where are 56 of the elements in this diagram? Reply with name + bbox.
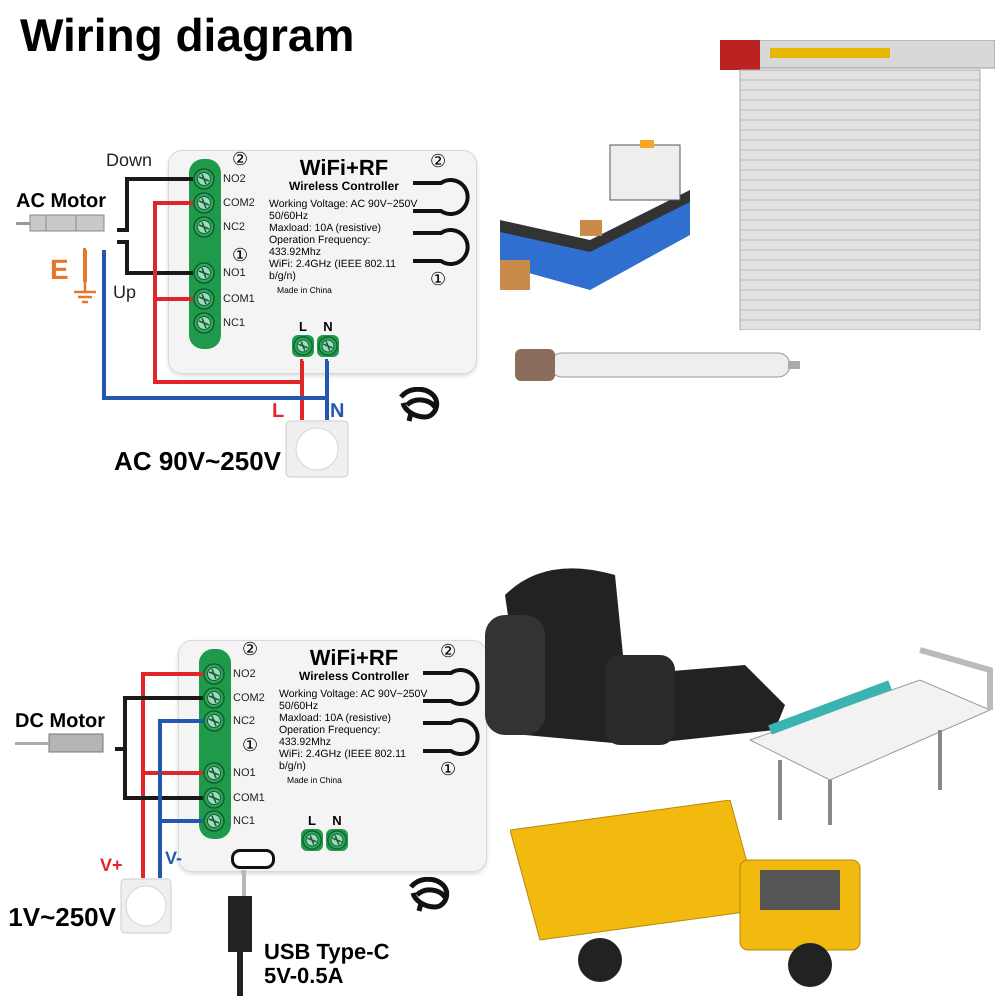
wire-label: L	[272, 400, 284, 423]
wire	[83, 248, 87, 282]
terminal-label: NC1	[233, 815, 256, 827]
spec-text: WiFi: 2.4GHz (IEEE 802.11 b/g/n)	[269, 258, 398, 283]
terminal-label: NC1	[223, 317, 246, 329]
terminal-label: N	[332, 813, 342, 828]
circled-number: ②	[232, 148, 248, 170]
circled-number: ①	[430, 268, 446, 290]
wire-label: Up	[113, 282, 136, 303]
circled-number: ②	[440, 640, 456, 662]
terminal-label: COM1	[233, 792, 265, 804]
product-subtitle: Wireless Controller	[298, 670, 410, 684]
usb-label: USB Type-C 5V-0.5A	[264, 940, 390, 990]
terminal-label: COM2	[223, 197, 255, 209]
terminal-label: NC2	[233, 715, 256, 727]
terminal-label: COM1	[223, 293, 255, 305]
terminal-label: N	[323, 319, 333, 334]
wire	[141, 771, 203, 878]
wire	[117, 240, 193, 275]
usb-cable	[241, 870, 246, 896]
circled-number: ②	[242, 638, 258, 660]
wire-label: V-	[165, 848, 182, 869]
diagram-title: Wiring diagram	[20, 8, 354, 62]
spec-text: Operation Frequency: 433.92Mhz	[269, 234, 372, 258]
circled-number: ①	[232, 244, 248, 266]
voltage-label: AC 90V~250V	[114, 446, 281, 477]
spec-text: WiFi: 2.4GHz (IEEE 802.11 b/g/n)	[279, 748, 408, 773]
spec-text: Working Voltage: AC 90V~250V 50/60Hz	[279, 688, 428, 712]
wire-label: V+	[100, 855, 123, 876]
circled-number: ①	[440, 758, 456, 780]
spec-text: Working Voltage: AC 90V~250V 50/60Hz	[269, 198, 418, 222]
terminal-label: NC2	[223, 221, 246, 233]
spec-text: Maxload: 10A (resistive)	[269, 222, 382, 234]
origin-text: Made in China	[276, 286, 333, 296]
circled-number: ②	[430, 150, 446, 172]
terminal-label: L	[308, 813, 316, 828]
origin-text: Made in China	[286, 776, 343, 786]
terminal-label: L	[299, 319, 307, 334]
wire	[117, 177, 193, 232]
product-subtitle: Wireless Controller	[288, 180, 400, 194]
wire-label: Down	[106, 150, 152, 171]
terminal-label: NO2	[233, 668, 256, 680]
product-title: WiFi+RF	[298, 155, 390, 180]
motor-label: DC Motor	[15, 710, 105, 733]
terminal-label: NO1	[223, 267, 246, 279]
circled-number: ①	[242, 734, 258, 756]
product-title: WiFi+RF	[308, 645, 400, 670]
voltage-label: 1V~250V	[8, 902, 116, 933]
spec-text: Maxload: 10A (resistive)	[279, 712, 392, 724]
spec-text: Operation Frequency: 433.92Mhz	[279, 724, 382, 748]
earth-label: E	[50, 254, 69, 286]
terminal-label: COM2	[233, 692, 265, 704]
motor-label: AC Motor	[16, 190, 106, 213]
terminal-label: NO1	[233, 767, 256, 779]
terminal-label: NO2	[223, 173, 246, 185]
wire-label: N	[330, 400, 344, 423]
